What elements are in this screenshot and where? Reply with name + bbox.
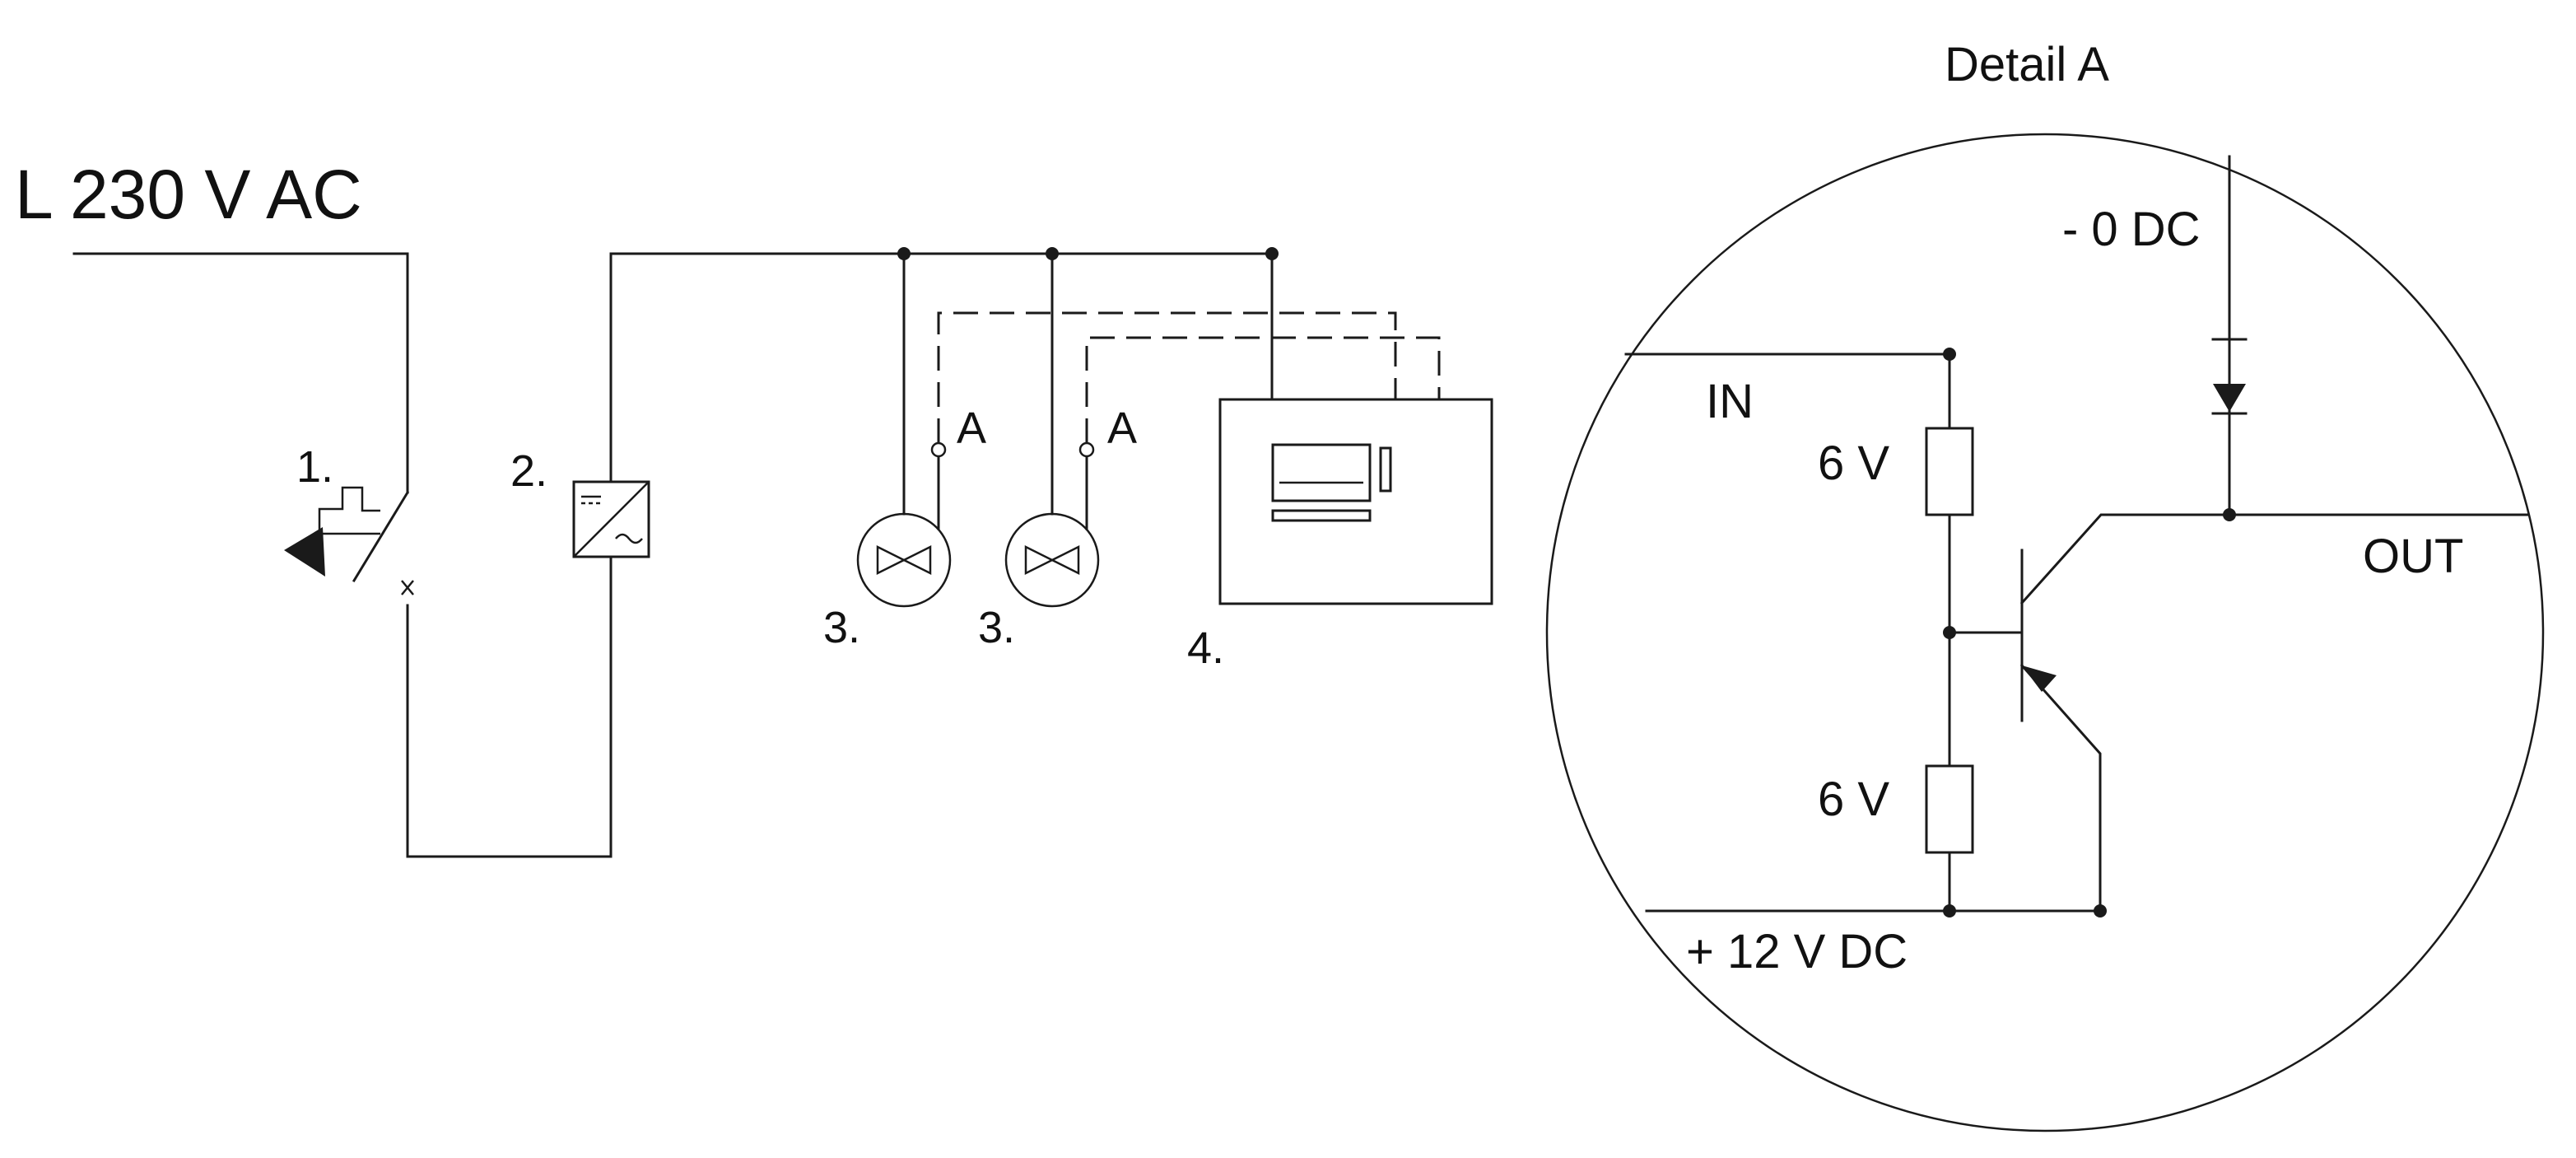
controller-4: 4. [1187,252,1493,673]
diode-icon [2213,384,2246,412]
tap-1-label: A [957,404,986,453]
fan-2-number: 3. [978,603,1015,652]
controller-slot [1271,509,1372,522]
bimetal-element [318,486,380,534]
resistor-top-label: 6 V [1818,437,1889,490]
converter-2: 2. [510,446,650,558]
switch-1: 1. [284,442,414,595]
tap-1-terminal [930,441,947,458]
collector-wire [2019,513,2529,605]
tap-2-label: A [1107,404,1137,453]
detail-a-circuit: IN 6 V 6 V + 12 V DC OUT - 0 DC [1624,155,2529,978]
ac-wave-icon [615,533,643,544]
resistor-bottom [1925,764,1974,854]
fan-1-number: 3. [823,603,860,652]
supply-wire [72,252,1274,858]
supply-label: L 230 V AC [15,156,362,233]
fan-2: A 3. [978,252,1441,652]
fan-1: A 3. [823,252,1397,652]
tap-2-terminal [1078,441,1095,458]
emitter-wire [2019,663,2102,913]
converter-number: 2. [510,446,547,496]
controller-number: 4. [1187,623,1224,673]
plus-rail-label: + 12 V DC [1686,925,1908,978]
in-label: IN [1706,375,1754,428]
fan-icon [1024,544,1080,576]
fan-1-circle [856,512,952,608]
switch-number: 1. [296,442,333,492]
detail-a-circle [1545,133,2545,1132]
emitter-arrow-icon [2022,665,2057,692]
actuator-arrow-icon [284,527,325,577]
junction-rail-1 [1943,904,1956,918]
fan-2-circle [1004,512,1100,608]
resistor-top [1925,427,1974,516]
fan-icon [876,544,932,576]
minus-rail-label: - 0 DC [2062,203,2201,256]
resistor-bottom-label: 6 V [1818,773,1889,826]
controller-knob [1379,446,1392,493]
detail-title: Detail A [1945,38,2109,91]
controller-display-icon [1271,443,1372,502]
out-label: OUT [2363,530,2463,583]
